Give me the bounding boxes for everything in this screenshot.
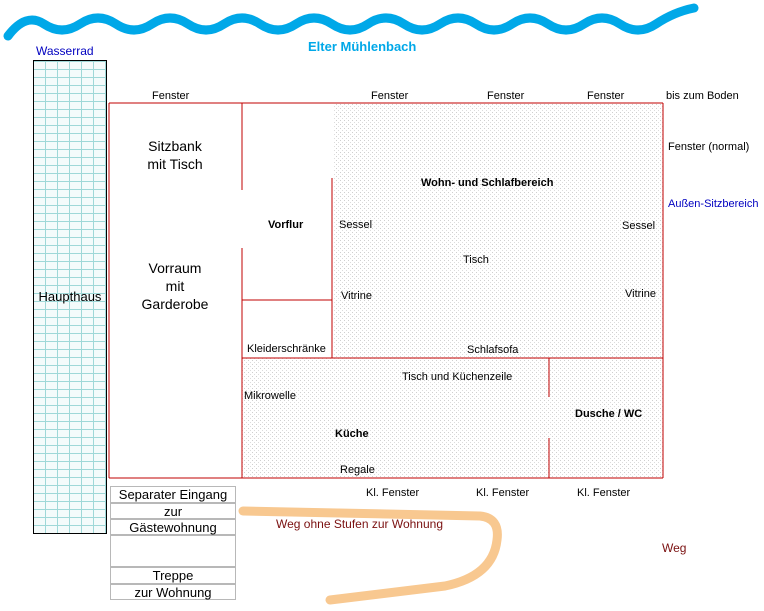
- vorflur-label: Vorflur: [268, 219, 304, 231]
- vitrine-right-label: Vitrine: [625, 288, 656, 300]
- fenster-label-3: Fenster: [487, 90, 525, 102]
- stairs-row-6: zur Wohnung: [110, 584, 236, 600]
- wasserrad-label: Wasserrad: [36, 44, 94, 58]
- fenster-label-1: Fenster: [152, 90, 190, 102]
- sessel-right-label: Sessel: [622, 220, 656, 232]
- weg-label: Weg: [662, 541, 687, 555]
- sessel-left-label: Sessel: [339, 219, 373, 231]
- kleiderschraenke-label: Kleiderschränke: [247, 343, 326, 355]
- kueche-label: Küche: [335, 428, 369, 440]
- aussen-sitzbereich-label: Außen-Sitzbereich: [668, 198, 759, 210]
- tisch-kuechenzeile-label: Tisch und Küchenzeile: [402, 371, 513, 383]
- river-wave: [3, 3, 699, 41]
- dusche-wc-label: Dusche / WC: [575, 408, 643, 420]
- bad-floor: [549, 358, 663, 478]
- haupthaus-label: Haupthaus: [38, 289, 102, 304]
- wohn-schlafbereich-label: Wohn- und Schlafbereich: [421, 177, 554, 189]
- wohnbereich-floor: [333, 103, 663, 358]
- kueche-floor: [242, 358, 549, 478]
- stairs-row-2: zur: [110, 503, 236, 519]
- schlafsofa-label: Schlafsofa: [467, 344, 519, 356]
- stairs-row-1: Separater Eingang: [110, 486, 236, 503]
- river-label: Elter Mühlenbach: [308, 39, 417, 54]
- weg-path: [238, 506, 502, 605]
- tisch-label: Tisch: [463, 254, 489, 266]
- vitrine-left-label: Vitrine: [341, 290, 372, 302]
- inner-walls: [241, 103, 663, 478]
- kl-fenster-label-2: Kl. Fenster: [476, 487, 530, 499]
- fenster-label-4: Fenster: [587, 90, 625, 102]
- sitzbank-label: Sitzbank mit Tisch: [147, 138, 203, 172]
- stairs-row-5: Treppe: [110, 567, 236, 584]
- outer-walls: [108, 102, 664, 479]
- stairs-row-4: [110, 535, 236, 567]
- regale-label: Regale: [340, 464, 375, 476]
- fenster-normal-label: Fenster (normal): [668, 141, 750, 153]
- mikrowelle-label: Mikrowelle: [244, 390, 296, 402]
- stairs-row-3: Gästewohnung: [110, 519, 236, 535]
- weg-ohne-stufen-label: Weg ohne Stufen zur Wohnung: [276, 517, 444, 531]
- kl-fenster-label-3: Kl. Fenster: [577, 487, 631, 499]
- fenster-label-2: Fenster: [371, 90, 409, 102]
- kl-fenster-label-1: Kl. Fenster: [366, 487, 420, 499]
- vorraum-label: Vorraum mit Garderobe: [141, 260, 209, 312]
- bis-zum-boden-label: bis zum Boden: [666, 90, 739, 102]
- haupthaus-block: [33, 60, 107, 534]
